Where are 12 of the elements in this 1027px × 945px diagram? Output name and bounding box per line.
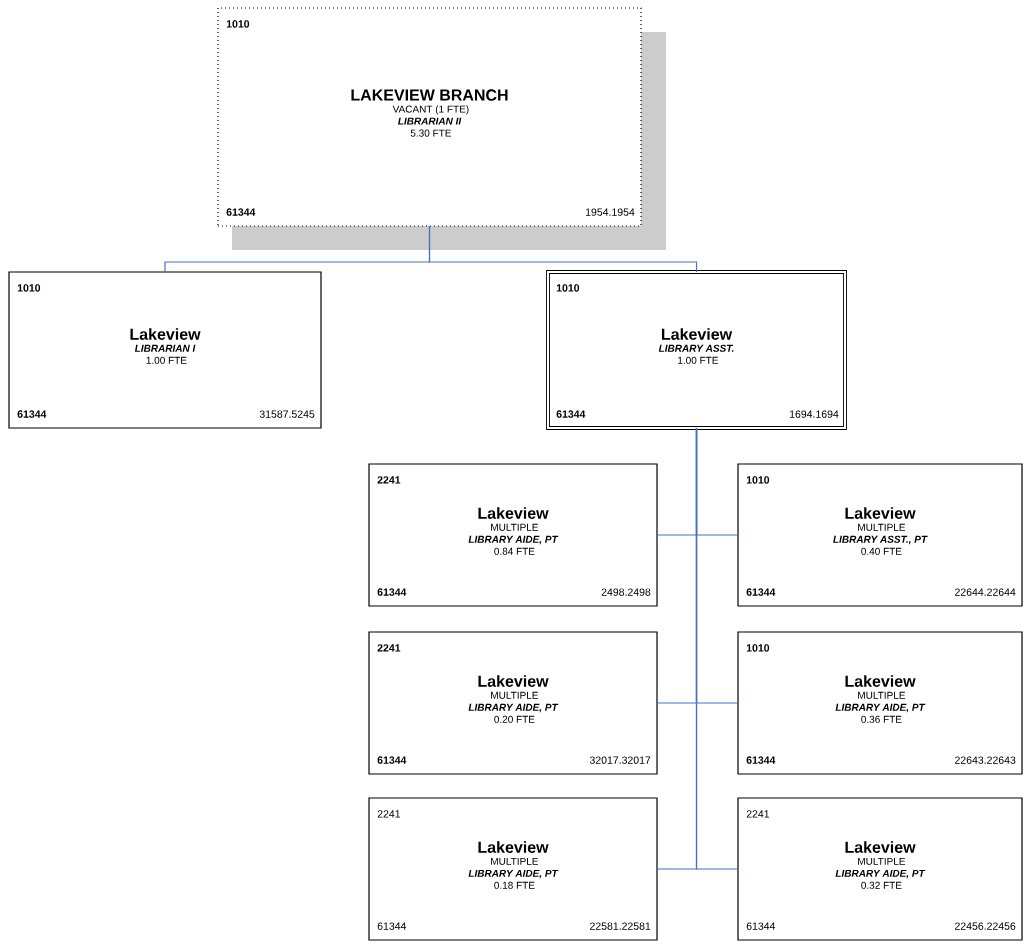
position-box: 1010 Lakeview LIBRARY ASST. 1.00 FTE 61344 1694.1694 bbox=[546, 270, 847, 430]
connector-line bbox=[428, 225, 698, 273]
position-box: 2241 Lakeview MULTIPLE LIBRARY AIDE, PT 0.18 FTE 61344 22581.22581 bbox=[368, 797, 658, 941]
position-box: 1010 Lakeview LIBRARIAN I 1.00 FTE 61344 31587.5245 bbox=[8, 271, 322, 429]
position-box: 2241 Lakeview MULTIPLE LIBRARY AIDE, PT 0.32 FTE 61344 22456.22456 bbox=[737, 797, 1023, 941]
position-box: 1010 LAKEVIEW BRANCH VACANT (1 FTE) LIBRARIAN II 5.30 FTE 61344 1954.1954 bbox=[217, 7, 666, 250]
position-box: 2241 Lakeview MULTIPLE LIBRARY AIDE, PT 0.20 FTE 61344 32017.32017 bbox=[368, 631, 658, 775]
connector-line bbox=[695, 427, 739, 870]
position-box: 1010 Lakeview MULTIPLE LIBRARY AIDE, PT 0.36 FTE 61344 22643.22643 bbox=[737, 631, 1023, 775]
position-box: 2241 Lakeview MULTIPLE LIBRARY AIDE, PT 0.84 FTE 61344 2498.2498 bbox=[368, 463, 658, 607]
node-label: 1010 bbox=[226, 20, 250, 28]
position-box: 1010 Lakeview MULTIPLE LIBRARY ASST., PT 0.40 FTE 61344 22644.22644 bbox=[737, 463, 1023, 607]
